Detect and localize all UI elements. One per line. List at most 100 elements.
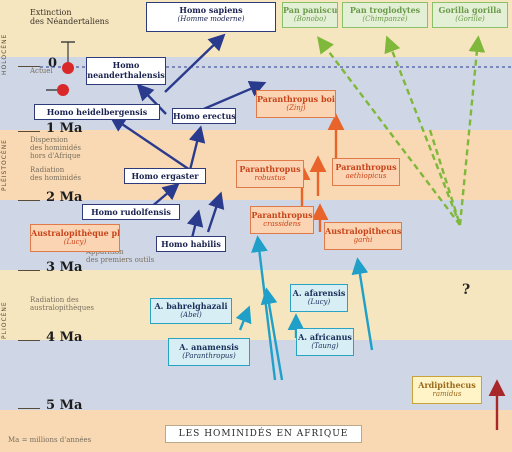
unknown-marker: ?: [462, 282, 471, 298]
arrow-austral-1: [251, 235, 277, 381]
homo-heidel-name: Homo heidelbergensis: [46, 107, 148, 117]
homo-neander-name1: Homo: [112, 60, 140, 70]
arrow-pan-paniscus: [317, 36, 461, 226]
pan-trog-name: Pan troglodytes: [349, 5, 421, 15]
box-pan-troglodytes: Pan troglodytes (Chimpanzé): [342, 2, 428, 28]
a-plio-name: Australopithèque plio: [31, 228, 120, 238]
arrow-heidel-neander: [136, 83, 167, 115]
time-label-3ma: 3 Ma: [46, 260, 83, 275]
note-extinction-l2: des Néandertaliens: [30, 17, 109, 26]
box-a-anamensis: A. anamensis (Paranthropus): [168, 338, 250, 366]
note-dispersion-l2: des hominidés: [30, 144, 82, 152]
box-homo-erectus: Homo erectus: [172, 108, 236, 124]
a-africanus-name: A. africanus: [298, 332, 352, 342]
arrow-austral-4: [235, 305, 252, 331]
p-robustus-sub: robustus: [254, 174, 286, 182]
box-a-africanus: A. africanus (Taung): [296, 328, 354, 356]
arrow-austral-2: [260, 287, 284, 381]
homo-erectus-name: Homo erectus: [173, 111, 236, 121]
arrow-pan-trog: [384, 35, 462, 226]
time-label-4ma: 4 Ma: [46, 330, 83, 345]
homo-sapiens-sub: (Homme moderne): [177, 15, 245, 23]
chart-title: LES HOMINIDÉS EN AFRIQUE: [165, 425, 362, 443]
a-anamensis-name: A. anamensis: [179, 342, 239, 352]
arrow-habilis-up2: [206, 191, 225, 233]
homo-ergaster-name: Homo ergaster: [131, 171, 199, 181]
note-tools-l1: Apparition: [86, 248, 124, 256]
note-radiation-homo-l1: Radiation: [30, 166, 65, 174]
note-extinction: Extinction des Néandertaliens: [30, 8, 109, 26]
ardipithecus-name: Ardipithecus: [418, 380, 476, 390]
p-aethiop-sub: aethiopicus: [345, 172, 387, 180]
p-boisei-name: Paranthropus boisei: [257, 94, 335, 104]
note-radiation-austral-l1: Radiation des: [30, 296, 79, 304]
a-garhi-sub: garhi: [353, 236, 373, 244]
tick-2ma: [18, 200, 40, 201]
tick-5ma: [18, 408, 40, 409]
box-ardipithecus: Ardipithecus ramidus: [412, 376, 482, 404]
note-tools-l2: des premiers outils: [86, 256, 155, 264]
box-paranthropus-robustus: Paranthropus robustus: [236, 160, 304, 188]
arrow-ergaster-erectus: [188, 125, 206, 171]
box-homo-sapiens: Homo sapiens (Homme moderne): [146, 2, 276, 32]
tick-3ma: [18, 270, 40, 271]
box-homo-neanderthalensis: Homo neanderthalensis: [86, 57, 166, 85]
tick-1ma: [18, 131, 40, 132]
a-garhi-name: Australopithecus: [325, 226, 402, 236]
box-homo-rudolfensis: Homo rudolfensis: [82, 204, 180, 220]
note-tools: Apparition des premiers outils: [86, 248, 154, 264]
arrow-ergaster-heidel: [109, 115, 191, 171]
a-bahrel-name: A. bahrelghazali: [154, 301, 228, 311]
band-3-4ma: [0, 270, 512, 340]
arrow-gorilla: [458, 35, 486, 226]
time-label-2ma: 2 Ma: [46, 190, 83, 205]
p-robustus-name: Paranthropus: [239, 164, 301, 174]
note-footer: Ma = millions d'années: [8, 436, 92, 444]
note-extinction-l1: Extinction: [30, 8, 72, 17]
note-radiation-homo: Radiation des hominidés: [30, 166, 81, 182]
p-crassidens-sub: crassidens: [263, 220, 301, 228]
gorilla-name: Gorilla gorilla: [438, 5, 502, 15]
box-paranthropus-aethiopicus: Paranthropus aethiopicus: [332, 158, 400, 186]
homo-sapiens-name: Homo sapiens: [179, 5, 243, 15]
box-paranthropus-crassidens: Paranthropus crassidens: [250, 206, 314, 234]
extinction-marker-heidel: [46, 84, 69, 96]
box-australopithecus-garhi: Australopithecus garhi: [324, 222, 402, 250]
arrow-habilis-up1: [186, 209, 204, 239]
arrow-austral-3: [351, 257, 374, 351]
ardipithecus-sub: ramidus: [432, 390, 462, 398]
note-dispersion-l3: hors d'Afrique: [30, 152, 81, 160]
box-homo-ergaster: Homo ergaster: [124, 168, 206, 184]
tick-0: [18, 66, 40, 67]
box-paranthropus-boisei: Paranthropus boisei (Zinj): [256, 90, 336, 118]
homo-rudolf-name: Homo rudolfensis: [91, 207, 171, 217]
note-dispersion-l1: Dispersion: [30, 136, 68, 144]
gorilla-sub: (Gorille): [455, 15, 485, 23]
time-label-5ma: 5 Ma: [46, 398, 83, 413]
extinction-marker-neander: [61, 41, 75, 74]
note-now: Actuel: [30, 67, 53, 75]
a-afarensis-sub: (Lucy): [307, 298, 331, 306]
p-aethiop-name: Paranthropus: [335, 162, 397, 172]
box-australopitheque-plio: Australopithèque plio (Lucy): [30, 224, 120, 252]
tick-4ma: [18, 340, 40, 341]
time-label-0: 0: [48, 56, 58, 71]
box-homo-heidelbergensis: Homo heidelbergensis: [34, 104, 160, 120]
p-crassidens-name: Paranthropus: [251, 210, 313, 220]
note-radiation-austral: Radiation des australopithèques: [30, 296, 94, 312]
note-dispersion: Dispersion des hominidés hors d'Afrique: [30, 136, 81, 160]
box-a-afarensis: A. afarensis (Lucy): [290, 284, 348, 312]
pan-trog-sub: (Chimpanzé): [362, 15, 408, 23]
note-radiation-austral-l2: australopithèques: [30, 304, 94, 312]
pan-paniscus-sub: (Bonobo): [293, 15, 327, 23]
a-afarensis-name: A. afarensis: [292, 288, 346, 298]
p-boisei-sub: (Zinj): [286, 104, 306, 112]
pan-paniscus-name: Pan paniscus: [283, 5, 338, 15]
note-radiation-homo-l2: des hominidés: [30, 174, 82, 182]
box-pan-paniscus: Pan paniscus (Bonobo): [282, 2, 338, 28]
a-bahrel-sub: (Abel): [180, 311, 202, 319]
arrow-neander-sapiens: [164, 33, 226, 93]
a-africanus-sub: (Taung): [311, 342, 339, 350]
a-plio-sub: (Lucy): [63, 238, 87, 246]
